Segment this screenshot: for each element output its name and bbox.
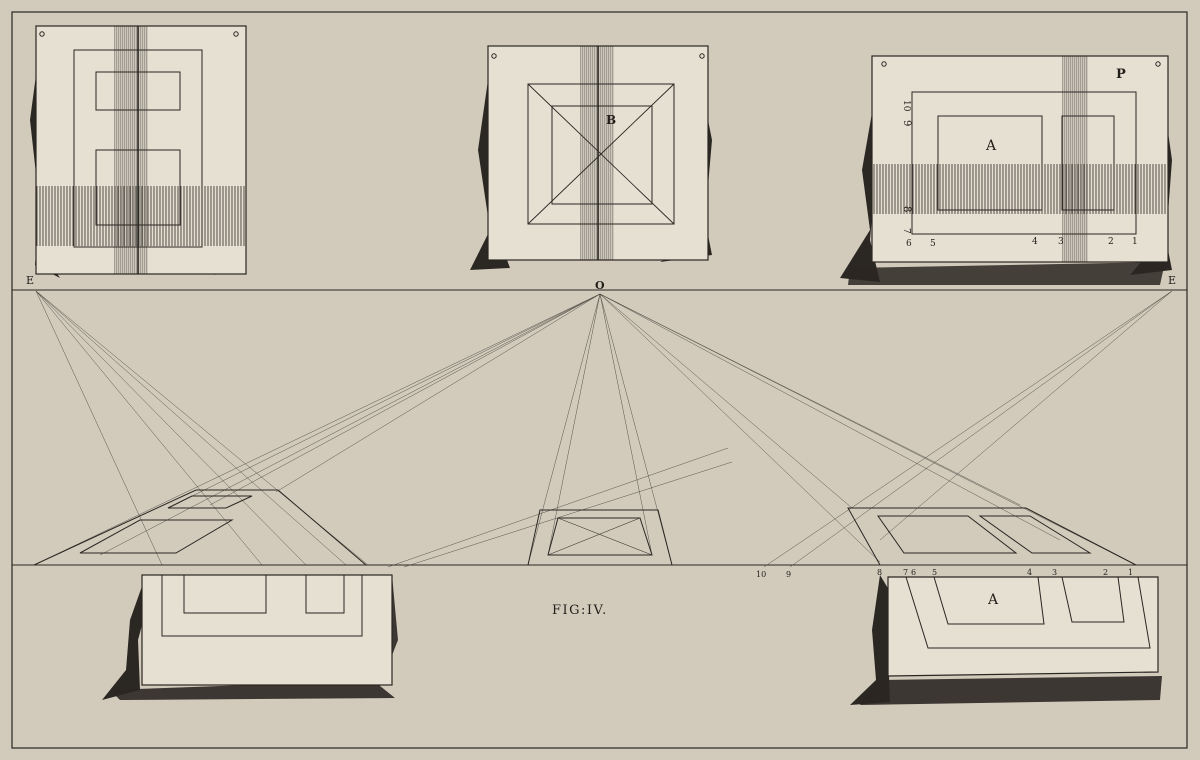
tr-num-8: 8 [901,206,912,212]
tr-num-5: 5 [930,239,936,249]
eye-left-label: E [26,274,34,287]
square-b-label: B [606,113,616,127]
gn-6: 6 [911,568,916,577]
construction-lines [33,290,1173,568]
gn-2: 2 [1103,568,1108,577]
tr-num-6: 6 [906,239,912,249]
perspective-left [33,489,368,566]
sheet-bottom-right: A [850,575,1162,705]
perspective-right [847,507,1137,566]
sheet-top-middle: B [470,45,712,270]
gn-4: 4 [1027,568,1032,577]
room-a-bottom-label: A [987,592,999,608]
sheet-top-left [30,25,247,278]
tr-num-1: 1 [1132,237,1138,247]
gn-8: 8 [877,568,882,577]
sheet-p-label: P [1116,67,1126,82]
plate-border [11,11,1188,749]
tr-num-10: 10 [901,100,911,112]
tr-num-7: 7 [901,228,911,234]
sheet-top-right: A P 10 9 8 7 6 5 4 3 2 1 [840,55,1172,285]
gn-9: 9 [786,570,791,579]
tr-num-2: 2 [1108,237,1114,247]
gn-5: 5 [932,568,937,577]
gn-10: 10 [756,570,766,579]
gn-1: 1 [1128,568,1133,577]
tr-num-4: 4 [1032,237,1038,247]
sheet-bottom-left [102,574,398,700]
figure-caption: FIG:IV. [552,603,608,618]
room-a-top-label: A [985,138,997,154]
tr-num-9: 9 [901,120,912,126]
eye-right-label: E [1168,274,1176,287]
origin-label: O [595,279,605,292]
perspective-middle [527,509,673,566]
gn-7: 7 [903,568,908,577]
ground-numbers: 10 9 8 7 6 5 4 3 2 1 [756,568,1133,579]
gn-3: 3 [1052,568,1057,577]
tr-num-3: 3 [1058,237,1064,247]
